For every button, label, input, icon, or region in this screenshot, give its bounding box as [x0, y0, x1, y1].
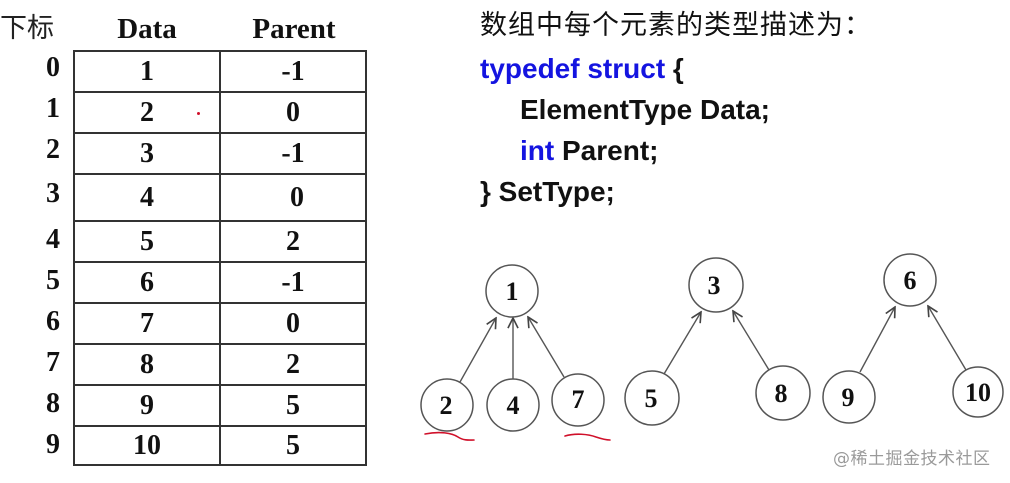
annotation-dot — [197, 112, 200, 115]
edge-10-to-6 — [928, 306, 967, 371]
table-row: 5 2 — [75, 222, 365, 263]
index-column-header: 下标 — [0, 13, 54, 44]
node-label: 9 — [842, 383, 855, 412]
node-9 — [822, 370, 876, 424]
data-cell: 6 — [75, 263, 221, 302]
data-column-header: Data — [117, 13, 177, 45]
code-brace-open: { — [665, 53, 684, 84]
node-4 — [486, 378, 540, 432]
data-cell: 5 — [75, 222, 221, 261]
node-label: 3 — [708, 271, 721, 300]
node-label: 6 — [904, 266, 917, 295]
underline-node-2 — [424, 431, 475, 441]
parent-cell: 5 — [286, 429, 300, 461]
tree-edges — [459, 306, 967, 383]
node-10 — [952, 366, 1004, 418]
parent-cell: 2 — [286, 348, 300, 380]
parent-cell: 5 — [286, 389, 300, 421]
data-field-decl: ElementType Data; — [520, 94, 770, 125]
edge-8-to-3 — [733, 311, 770, 371]
node-label: 7 — [572, 385, 585, 414]
table-row: 2 0 — [75, 93, 365, 134]
parent-cell: 0 — [286, 96, 300, 128]
settype-close: } SetType; — [480, 176, 615, 207]
watermark: @稀土掘金技术社区 — [833, 449, 991, 469]
keyword-typedef-struct: typedef struct — [480, 53, 666, 84]
parent-cell: 0 — [290, 181, 304, 213]
node-8 — [755, 365, 811, 421]
edge-9-to-6 — [859, 307, 895, 373]
parent-field-decl: Parent; — [554, 135, 659, 166]
code-line-typedef: typedef struct { — [480, 49, 684, 89]
data-cell: 10 — [75, 427, 221, 464]
node-2 — [420, 378, 474, 432]
parent-cell: 0 — [286, 307, 300, 339]
parent-cell: -1 — [281, 55, 305, 87]
code-line-data-field: ElementType Data; — [520, 90, 770, 130]
row-index: 8 — [46, 388, 60, 419]
table-row: 6 -1 — [75, 263, 365, 304]
node-label: 8 — [775, 379, 788, 408]
table-row: 8 2 — [75, 345, 365, 386]
data-cell: 3 — [75, 134, 221, 173]
edge-2-to-1 — [459, 318, 496, 383]
edge-5-to-3 — [663, 312, 701, 375]
parent-cell: 2 — [286, 225, 300, 257]
edge-7-to-1 — [528, 317, 565, 378]
annotation-underlines — [424, 431, 611, 441]
data-cell: 2 — [75, 93, 221, 132]
set-array-table: 1 -1 2 0 3 -1 4 0 5 2 6 -1 7 0 8 2 9 5 1… — [73, 50, 367, 466]
node-label: 5 — [645, 384, 658, 413]
data-cell: 8 — [75, 345, 221, 384]
keyword-int: int — [520, 135, 555, 166]
node-label: 1 — [506, 277, 519, 306]
row-index: 4 — [46, 224, 60, 255]
code-line-parent-field: int Parent; — [520, 131, 658, 171]
data-cell: 1 — [75, 52, 221, 91]
table-row: 4 0 — [75, 175, 365, 222]
row-index: 1 — [46, 93, 60, 124]
table-row: 3 -1 — [75, 134, 365, 175]
code-line-settype: } SetType; — [480, 172, 615, 212]
row-index: 9 — [46, 429, 60, 460]
table-row: 9 5 — [75, 386, 365, 427]
node-label: 10 — [965, 378, 991, 407]
row-index: 5 — [46, 265, 60, 296]
row-index: 3 — [46, 178, 60, 209]
table-row: 10 5 — [75, 427, 365, 464]
node-label: 2 — [440, 391, 453, 420]
table-row: 1 -1 — [75, 52, 365, 93]
data-cell: 9 — [75, 386, 221, 425]
parent-cell: -1 — [281, 137, 305, 169]
row-index: 2 — [46, 134, 60, 165]
underline-node-7 — [564, 433, 611, 441]
node-5 — [624, 370, 680, 426]
code-caption: 数组中每个元素的类型描述为： — [480, 10, 872, 41]
node-6 — [883, 253, 937, 307]
row-index: 0 — [46, 52, 60, 83]
table-row: 7 0 — [75, 304, 365, 345]
node-label: 4 — [507, 391, 520, 420]
node-3 — [688, 257, 744, 313]
node-7 — [551, 373, 605, 427]
parent-cell: -1 — [281, 266, 305, 298]
row-index: 7 — [46, 347, 60, 378]
data-cell: 4 — [75, 175, 221, 220]
data-cell: 7 — [75, 304, 221, 343]
parent-column-header: Parent — [252, 13, 336, 45]
row-index: 6 — [46, 306, 60, 337]
node-1 — [485, 264, 539, 318]
